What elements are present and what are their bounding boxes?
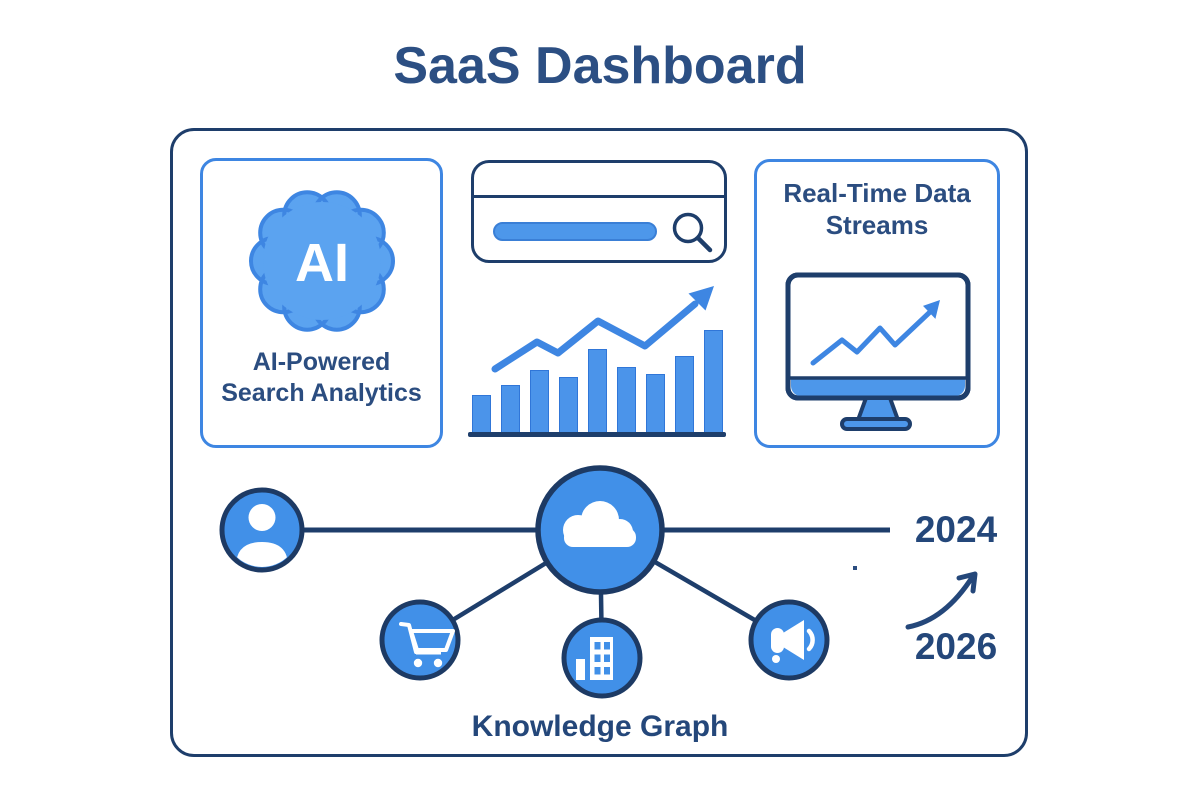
page-title: SaaS Dashboard <box>393 37 807 95</box>
ai-badge: AI <box>295 233 349 293</box>
growth-arrow-icon <box>905 571 978 630</box>
knowledge-graph-label: Knowledge Graph <box>471 710 729 743</box>
search-icon <box>672 212 713 253</box>
monitor-stand <box>856 396 900 422</box>
megaphone-node <box>748 599 830 681</box>
user-icon <box>236 504 288 567</box>
ai-card-label: AI-Powered Search Analytics <box>221 347 422 408</box>
year-2026-label: 2026 <box>914 626 998 667</box>
bar <box>675 356 694 433</box>
building-node <box>561 617 643 699</box>
monitor-base <box>840 417 912 431</box>
bar <box>501 385 520 433</box>
cart-icon <box>399 622 455 668</box>
bar <box>588 349 607 433</box>
browser-header-divider <box>474 195 724 198</box>
cloud-icon <box>563 501 636 547</box>
cloud-hub-node <box>535 465 665 595</box>
knowledge-graph <box>219 465 978 699</box>
cart-node <box>379 599 461 681</box>
bar <box>646 374 665 433</box>
megaphone-icon <box>771 620 815 663</box>
rt-card-label: Real-Time Data Streams <box>783 178 970 241</box>
stray-dot <box>853 566 857 570</box>
bar <box>617 367 636 433</box>
chart-baseline <box>468 432 726 437</box>
search-input-pill <box>493 222 657 241</box>
bar <box>472 395 491 433</box>
monitor-icon <box>785 272 971 431</box>
rt-card-label-line2: Streams <box>825 209 929 240</box>
monitor-screen-growth-arrow <box>810 300 940 366</box>
bar <box>559 377 578 433</box>
card-ai-search-analytics: AI AI-Powered Search Analytics <box>200 158 443 448</box>
rt-card-label-line1: Real-Time Data <box>783 178 971 208</box>
bar <box>704 330 723 433</box>
ai-brain-icon: AI <box>248 190 395 332</box>
year-2024-label: 2024 <box>914 509 998 550</box>
user-node <box>219 487 305 573</box>
search-bar-illustration <box>471 160 727 263</box>
ai-card-label-line1: AI-Powered <box>252 348 391 376</box>
bar <box>530 370 549 433</box>
bar-chart <box>472 298 723 433</box>
ai-card-label-line2: Search Analytics <box>221 378 422 407</box>
building-icon <box>576 637 613 680</box>
